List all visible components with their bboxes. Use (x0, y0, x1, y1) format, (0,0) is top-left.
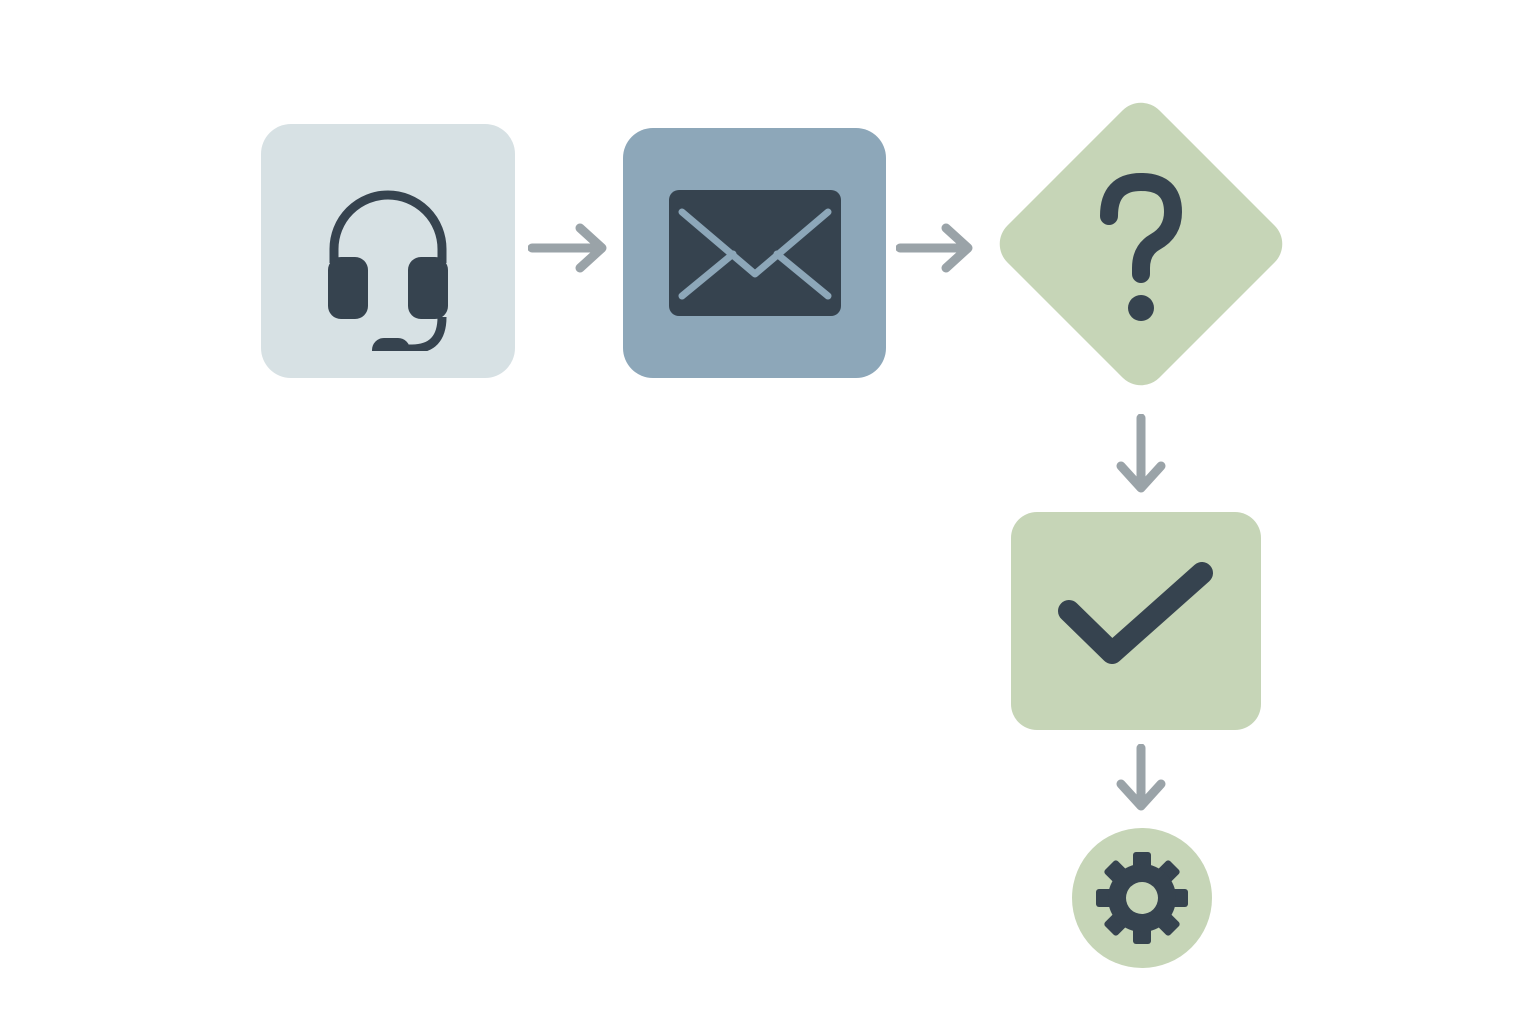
arrow-message-to-decision (896, 223, 973, 273)
arrow-decision-to-approved (1116, 414, 1166, 493)
headset-icon (328, 190, 448, 351)
gear-icon (1096, 852, 1188, 944)
arrow-approved-to-settings (1116, 744, 1166, 811)
envelope-icon (668, 190, 841, 316)
checkmark-icon (1058, 562, 1213, 664)
decision-node (989, 92, 1293, 396)
message-node (623, 128, 886, 378)
approved-node (1011, 512, 1261, 730)
question-mark-icon (1100, 173, 1182, 321)
support-node (261, 124, 515, 378)
settings-node (1072, 828, 1212, 968)
arrow-support-to-message (528, 223, 607, 273)
